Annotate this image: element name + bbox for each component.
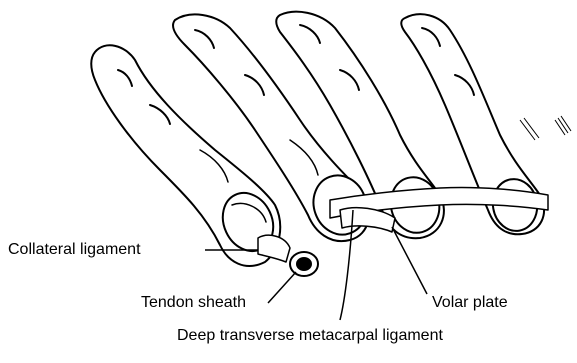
label-collateral-ligament: Collateral ligament	[8, 241, 141, 259]
leader-tendon-sheath	[268, 272, 296, 303]
label-tendon-sheath: Tendon sheath	[141, 294, 246, 312]
label-deep-transverse-metacarpal-ligament: Deep transverse metacarpal ligament	[177, 327, 443, 345]
label-volar-plate: Volar plate	[432, 294, 508, 312]
